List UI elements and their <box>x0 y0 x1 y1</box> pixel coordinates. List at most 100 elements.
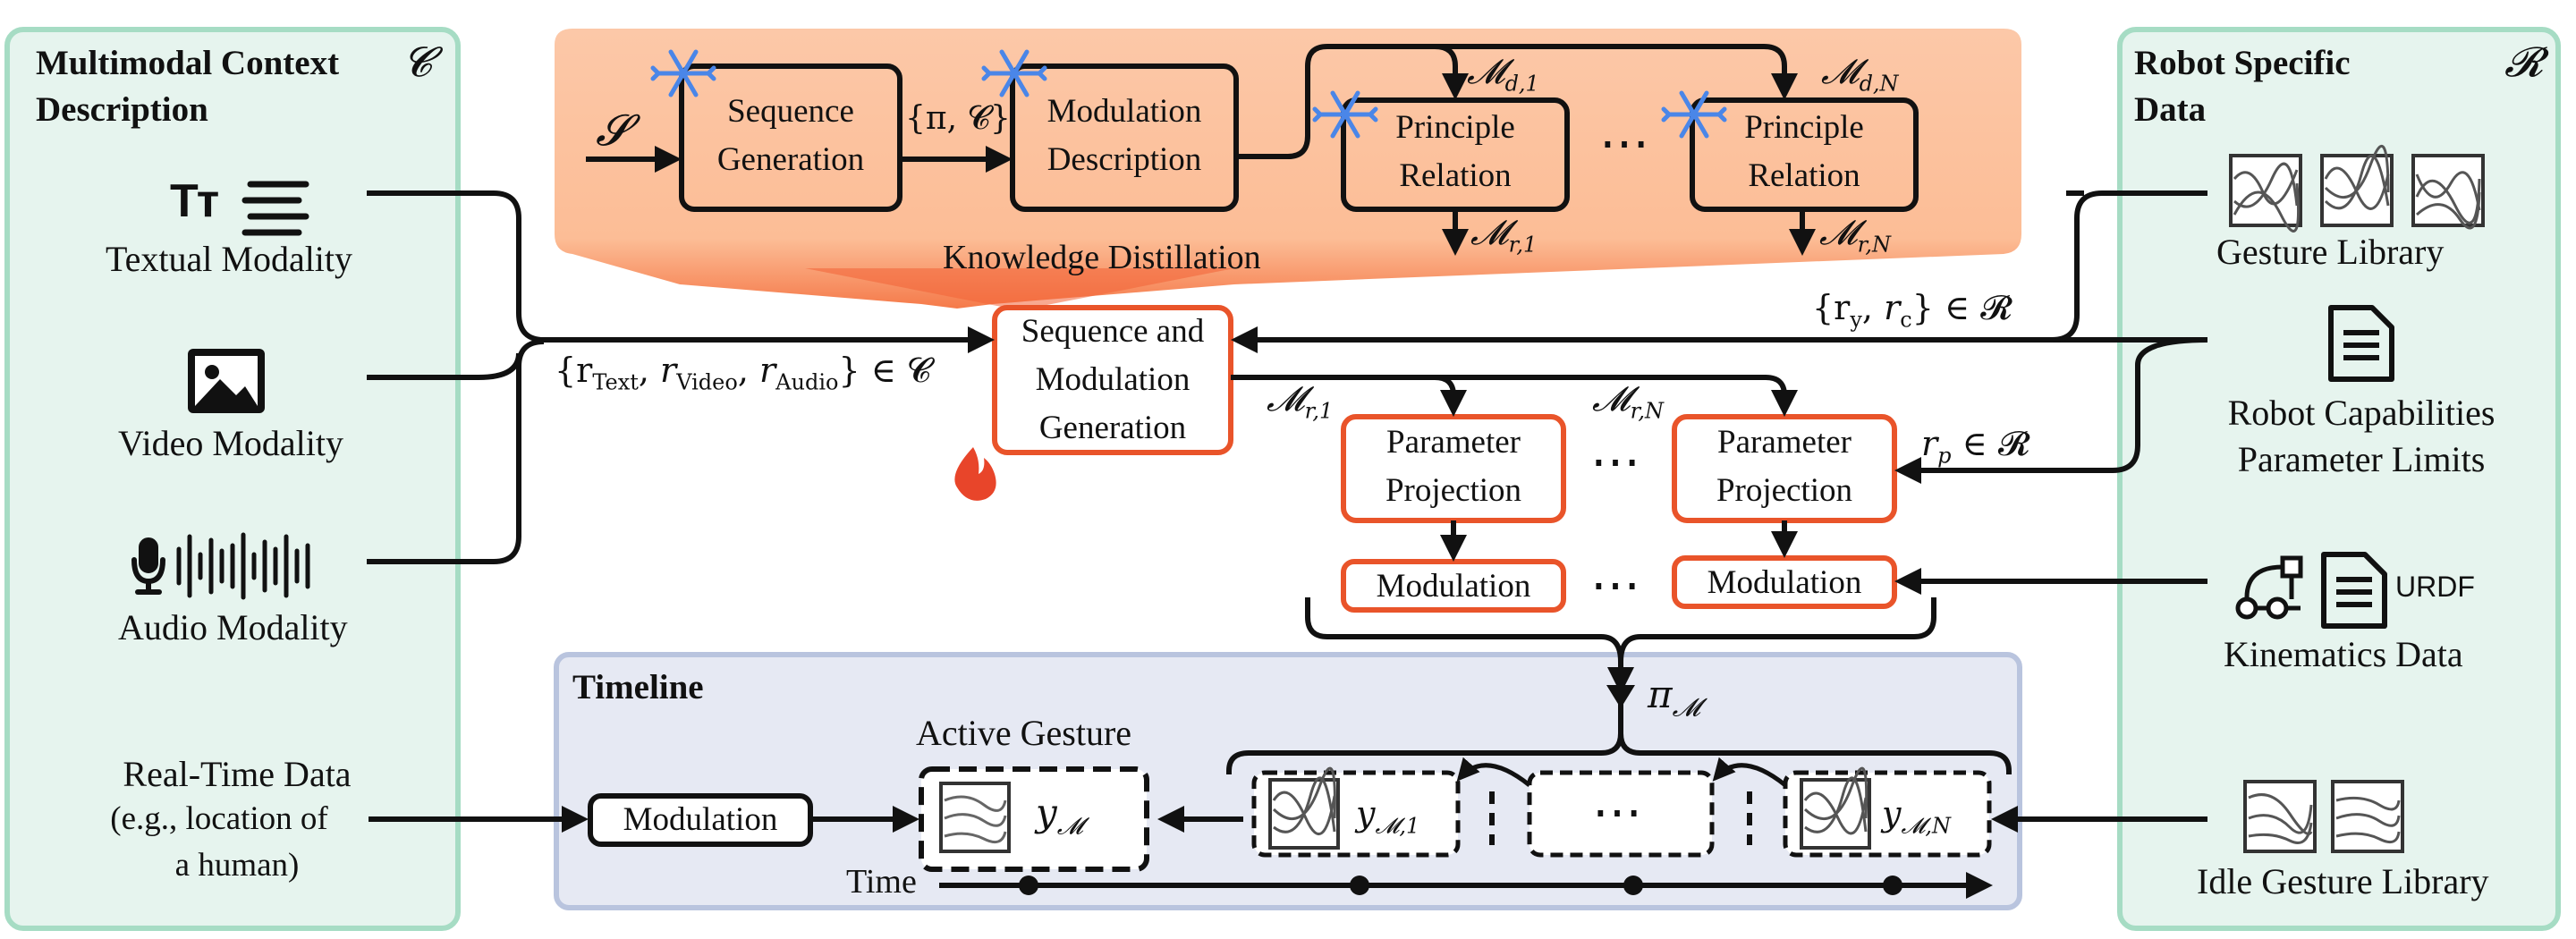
seq-mod-gen-line3: Generation <box>1038 410 1187 446</box>
active-gesture-label: Active Gesture <box>916 713 1132 753</box>
parameter-limits-label: Parameter Limits <box>2237 439 2486 479</box>
right-panel-title-line2: Data <box>2134 90 2207 129</box>
mrN-label-mid: 𝓜r,N <box>1592 379 1664 424</box>
modulation-box-1 <box>1341 559 1566 613</box>
gesture-library-label: Gesture Library <box>2216 232 2445 272</box>
microphone-icon <box>131 537 165 595</box>
context-in: } ∈ 𝓒 <box>838 351 931 390</box>
active-y-symbol: y <box>1036 791 1057 834</box>
parameter-projection-1-line1: Parameter <box>1386 424 1521 461</box>
queue-ellipsis: ⋯ <box>1592 785 1642 841</box>
seq-mod-gen-line1: Sequence and <box>1021 313 1205 350</box>
realtime-data-label: Real-Time Data <box>123 754 352 794</box>
principle-relation-1-line2: Relation <box>1399 157 1512 194</box>
mr1-sub-top: r,1 <box>1508 232 1538 258</box>
sequence-generation-line2: Generation <box>716 141 865 178</box>
context-symbol: 𝓒 <box>402 38 432 86</box>
queue-box-middle <box>1527 770 1715 858</box>
fire-icon <box>954 447 996 501</box>
distillation-region <box>555 29 2021 309</box>
mr1-sub-mid: r,1 <box>1304 398 1334 424</box>
queue-y1: y𝓜,1 <box>1356 794 1419 839</box>
rp-symbol: r <box>1921 424 1938 463</box>
modulation-description-line1: Modulation <box>1046 93 1202 130</box>
active-y-sub: 𝓜 <box>1056 813 1083 841</box>
context-set-open: {r <box>555 351 593 390</box>
gesture-thumbnail-icon <box>2229 145 2485 233</box>
ry-sub: y <box>1850 307 1862 333</box>
urdf-document-icon <box>2321 552 2387 629</box>
audio-modality-label: Audio Modality <box>118 607 348 647</box>
timeline-modulation-box <box>588 793 813 847</box>
modulation-description-box <box>1010 63 1239 212</box>
left-panel <box>4 27 461 931</box>
md1-label: 𝓜d,1 <box>1467 52 1539 97</box>
kinematics-data-label: Kinematics Data <box>2224 634 2463 674</box>
context-set-label: {rText, rVideo, rAudio} ∈ 𝓒 <box>555 351 931 395</box>
queue-y1-sub: 𝓜,1 <box>1375 813 1420 839</box>
distillation-funnel <box>805 268 1234 309</box>
right-panel-title-line1: Robot Specific <box>2134 44 2351 82</box>
realtime-data-example-1: (e.g., location of <box>110 800 328 837</box>
rp-in: ∈ 𝓡 <box>1951 424 2030 463</box>
principle-relation-1-line1: Principle <box>1395 109 1515 146</box>
text-lines-icon <box>242 181 309 236</box>
rp-sub: p <box>1937 443 1952 469</box>
idle-gesture-library-label: Idle Gesture Library <box>2197 861 2489 901</box>
image-icon <box>188 349 265 413</box>
pi-m-label: π𝓜 <box>1648 673 1700 723</box>
mrN-sub-top: r,N <box>1857 232 1892 258</box>
queue-yN-sub: 𝓜,N <box>1901 813 1951 839</box>
kinematic-chain-icon <box>2235 555 2303 620</box>
text-format-icon: Tт <box>170 175 219 227</box>
document-icon <box>2328 305 2394 382</box>
modulation-n-label: Modulation <box>1707 564 1862 601</box>
pi-c-label: {π, 𝓒} <box>905 100 1011 137</box>
waveform-icon <box>176 532 310 600</box>
mrN-label-top: 𝓜r,N <box>1819 213 1891 258</box>
queue-thumbnail-icon-1 <box>1268 766 1340 850</box>
right-panel <box>2117 27 2561 931</box>
time-axis-label: Time <box>846 863 917 901</box>
sequence-generation-box <box>679 63 902 212</box>
mrN-symbol-mid: 𝓜 <box>1592 379 1631 419</box>
modulation-ellipsis: ⋯ <box>1590 558 1640 613</box>
modulation-1-label: Modulation <box>1376 568 1531 605</box>
principle-relation-n-line2: Relation <box>1748 157 1860 194</box>
timeline-title: Timeline <box>572 668 704 706</box>
mdN-symbol: 𝓜 <box>1821 52 1860 91</box>
principle-relation-n-line1: Principle <box>1744 109 1864 146</box>
ry-rc-in: } ∈ 𝓡 <box>1911 288 2012 327</box>
active-gesture-thumbnail-icon <box>939 782 1011 853</box>
seq-mod-gen-line2: Modulation <box>1035 361 1191 398</box>
mdN-label: 𝓜d,N <box>1821 52 1899 97</box>
video-modality-label: Video Modality <box>118 423 344 463</box>
timeline-modulation-label: Modulation <box>623 801 778 838</box>
active-gesture-y: y𝓜 <box>1036 791 1083 841</box>
rc-sub: c <box>1900 307 1912 333</box>
context-text-sub: Text <box>592 369 639 395</box>
modulation-description-line2: Description <box>1046 141 1202 178</box>
md1-sub: d,1 <box>1504 71 1539 97</box>
mr1-symbol-top: 𝓜 <box>1470 213 1509 252</box>
queue-thumbnail-icon-n <box>1800 766 1871 850</box>
rp-label: rp ∈ 𝓡 <box>1921 424 2029 469</box>
queue-y1-symbol: y <box>1356 794 1376 833</box>
robot-symbol: 𝓡 <box>2504 38 2543 86</box>
distillation-ellipsis: ⋯ <box>1599 116 1649 172</box>
mdN-sub: d,N <box>1859 71 1899 97</box>
mrN-sub-mid: r,N <box>1630 398 1665 424</box>
pi-m-sub: 𝓜 <box>1672 692 1700 723</box>
merge-arrowhead <box>1606 685 1635 708</box>
urdf-label: URDF <box>2395 571 2475 603</box>
ry-open: {r <box>1812 288 1851 327</box>
left-panel-title-line2: Description <box>36 90 208 129</box>
parameter-projection-n-line2: Projection <box>1716 472 1853 509</box>
mrN-symbol-top: 𝓜 <box>1819 213 1858 252</box>
pi-m-symbol: π <box>1648 673 1673 716</box>
mr1-label-mid: 𝓜r,1 <box>1267 379 1333 424</box>
context-audio-sub: Audio <box>775 369 839 395</box>
idle-gesture-thumbnail-icon <box>2243 780 2404 853</box>
input-symbol-s: 𝓢 <box>596 106 630 156</box>
snowflake-icon <box>650 49 1727 139</box>
